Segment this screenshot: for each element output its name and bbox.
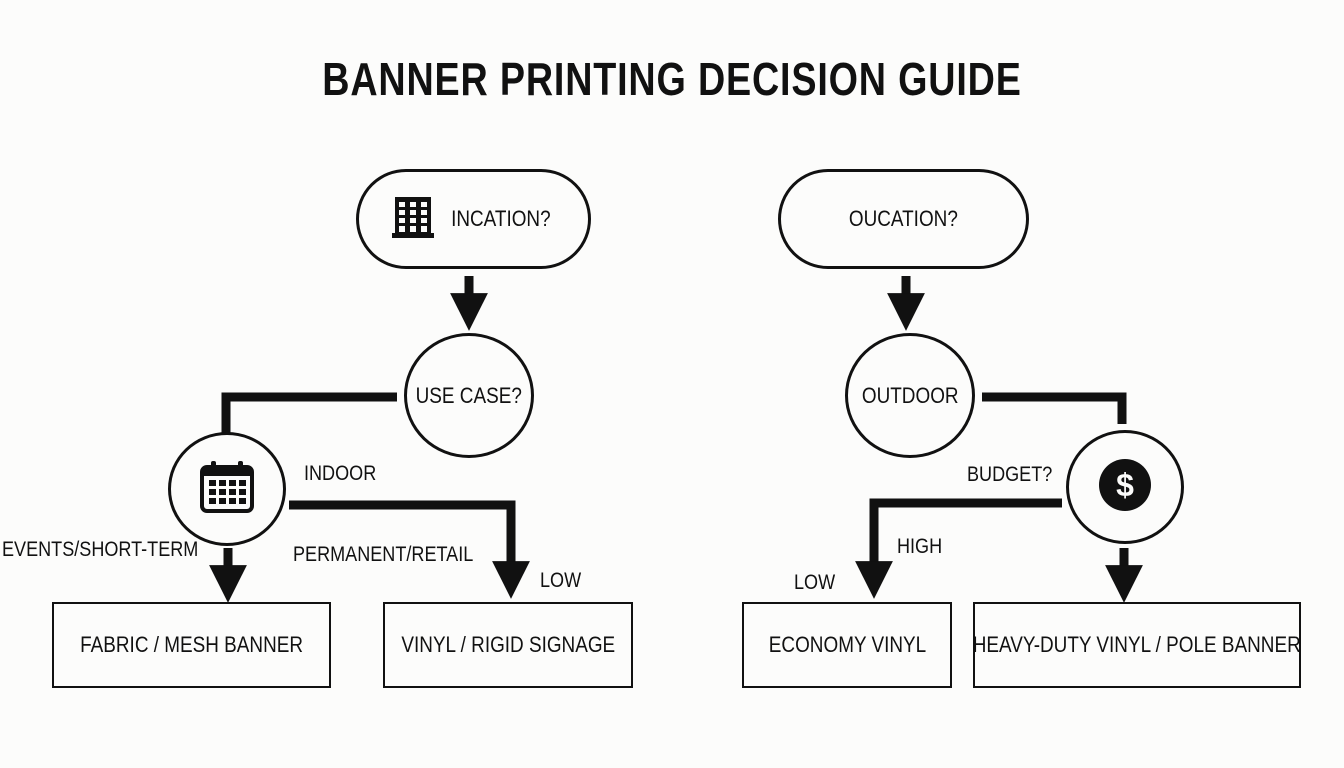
events-node bbox=[168, 432, 286, 546]
arrow-budget-to-economy bbox=[855, 498, 1062, 599]
location-question-label-left: INCATION? bbox=[450, 206, 551, 231]
result-economy-label: ECONOMY VINYL bbox=[768, 632, 926, 657]
connector-usecase-to-events bbox=[221, 392, 397, 436]
outdoor-label: OUTDOOR bbox=[861, 382, 959, 408]
edge-label-events-short-term: EVENTS/SHORT-TERM bbox=[2, 538, 199, 561]
result-heavy-duty-label: HEAVY-DUTY VINYL / POLE BANNER bbox=[972, 632, 1302, 657]
calendar-icon bbox=[199, 460, 255, 519]
location-question-node-right: OUCATION? bbox=[778, 169, 1029, 269]
result-vinyl-rigid-signage: VINYL / RIGID SIGNAGE bbox=[383, 602, 633, 688]
use-case-label: USE CASE? bbox=[415, 382, 523, 408]
arrow-indoor-to-vinyl bbox=[289, 500, 530, 599]
result-economy-vinyl: ECONOMY VINYL bbox=[742, 602, 952, 688]
result-heavy-duty-vinyl: HEAVY-DUTY VINYL / POLE BANNER bbox=[973, 602, 1301, 688]
result-fabric-mesh-banner: FABRIC / MESH BANNER bbox=[52, 602, 331, 688]
location-question-label-right: OUCATION? bbox=[849, 206, 958, 231]
connector-outdoor-to-budget bbox=[982, 392, 1127, 424]
location-question-node-left: INCATION? bbox=[356, 169, 591, 269]
svg-text:$: $ bbox=[1116, 467, 1134, 503]
edge-label-indoor: INDOOR bbox=[304, 462, 377, 485]
edge-label-budget: BUDGET? bbox=[967, 463, 1053, 486]
edge-label-permanent-retail: PERMANENT/RETAIL bbox=[293, 543, 474, 566]
diagram-title: BANNER PRINTING DECISION GUIDE bbox=[322, 53, 1022, 105]
building-icon bbox=[389, 193, 437, 246]
result-vinyl-rigid-label: VINYL / RIGID SIGNAGE bbox=[401, 632, 615, 657]
outdoor-node: OUTDOOR bbox=[845, 333, 975, 458]
use-case-node: USE CASE? bbox=[404, 333, 534, 458]
dollar-icon: $ bbox=[1098, 458, 1152, 517]
edge-label-low-left: LOW bbox=[540, 569, 582, 592]
edge-label-high: HIGH bbox=[897, 535, 943, 558]
budget-node: $ bbox=[1066, 430, 1184, 544]
result-fabric-label: FABRIC / MESH BANNER bbox=[80, 632, 303, 657]
edge-label-low-right: LOW bbox=[794, 571, 836, 594]
